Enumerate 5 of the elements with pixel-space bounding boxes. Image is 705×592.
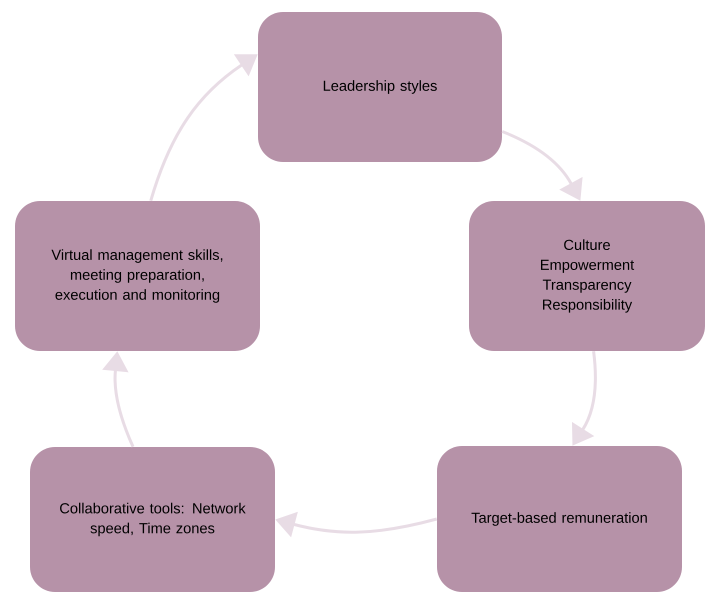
process-box: Collaborative tools: Network speed, Time zones — [30, 447, 275, 592]
process-box: Culture Empowerment Transparency Responsibility — [469, 201, 705, 351]
process-box: Leadership styles — [258, 12, 502, 162]
process-box: Target-based remuneration — [437, 446, 682, 592]
process-box: Virtual management skills, meeting preparation, execution and monitoring — [15, 201, 260, 351]
